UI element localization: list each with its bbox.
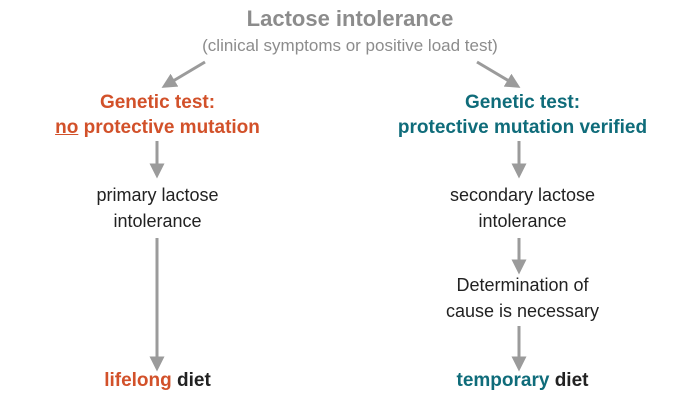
right-diagnosis-line2: intolerance — [478, 211, 567, 231]
right-outcome: temporary diet — [375, 370, 670, 392]
right-diagnosis-line1: secondary lactose — [449, 185, 596, 205]
left-heading-line1: Genetic test: — [99, 92, 216, 113]
arrow-title-to-right — [476, 60, 521, 88]
left-diagnosis: primary lactose intolerance — [55, 182, 260, 234]
left-outcome-duration: lifelong — [104, 370, 172, 391]
right-diagnosis: secondary lactose intolerance — [375, 182, 670, 234]
left-diagnosis-line2: intolerance — [113, 211, 202, 231]
right-heading: Genetic test: protective mutation verifi… — [375, 90, 670, 140]
right-outcome-diet: diet — [554, 370, 589, 391]
left-heading-rest: protective mutation — [83, 117, 260, 138]
arrow-title-to-left — [161, 60, 206, 88]
left-diagnosis-line1: primary lactose — [96, 185, 219, 205]
right-heading-line2: protective mutation verified — [397, 117, 648, 138]
diagram-title: Lactose intolerance — [246, 6, 454, 31]
left-heading-line2: no protective mutation — [55, 115, 260, 140]
left-outcome-diet: diet — [177, 370, 211, 391]
right-cause-step-line2: cause is necessary — [445, 301, 600, 321]
left-heading: Genetic test: no protective mutation — [55, 90, 260, 140]
diagram-subtitle: (clinical symptoms or positive load test… — [202, 36, 498, 55]
right-cause-step: Determination of cause is necessary — [375, 272, 670, 324]
right-heading-line1: Genetic test: — [464, 92, 581, 113]
left-heading-negation: no — [55, 117, 79, 138]
right-cause-step-line1: Determination of — [456, 275, 589, 295]
right-outcome-duration: temporary — [456, 370, 550, 391]
left-outcome: lifelong diet — [55, 370, 260, 392]
